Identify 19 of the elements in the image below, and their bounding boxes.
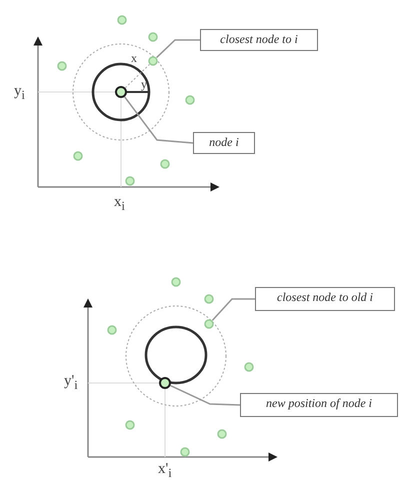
axis-label: y$_{i}$ (14, 84, 25, 102)
axis-label: y'$_{i}$ (64, 374, 78, 392)
point-marker (148, 56, 158, 66)
callout-label: node i (193, 132, 255, 154)
leader-line (156, 39, 200, 58)
callout-label: closest node to old i (255, 287, 395, 311)
axis-label: y (141, 78, 147, 90)
leader-line (212, 298, 255, 321)
point-marker (204, 319, 214, 329)
callout-label: new position of node i (240, 393, 398, 417)
axis-label: x'$_{i}$ (158, 462, 172, 480)
axis-label: x$_{i}$ (114, 195, 125, 212)
point-marker (159, 377, 171, 389)
callout-label: closest node to i (200, 29, 318, 51)
leader-line (170, 384, 240, 406)
edge-label: x (131, 52, 137, 64)
leader-line (124, 96, 194, 144)
distance-line (124, 64, 150, 88)
point-marker (115, 86, 127, 98)
